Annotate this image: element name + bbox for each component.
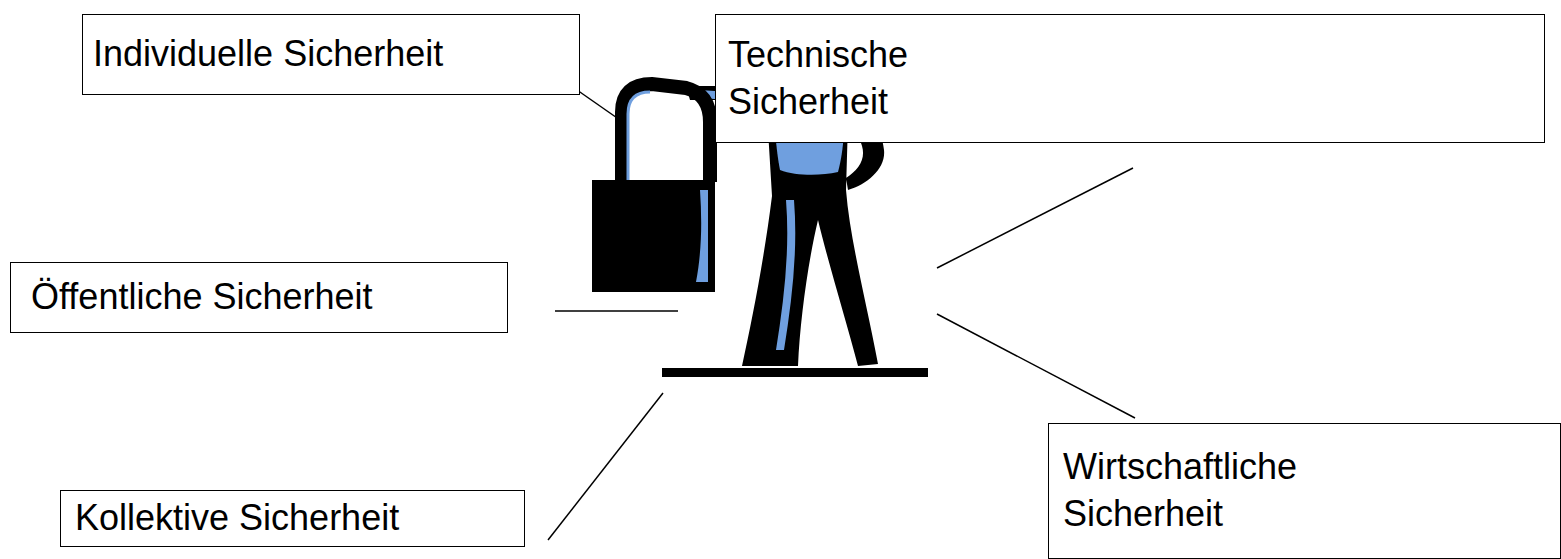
leg-highlight — [776, 200, 795, 350]
box-label: Kollektive Sicherheit — [75, 495, 514, 542]
leader-line — [548, 393, 663, 540]
label-box: Öffentliche Sicherheit — [10, 262, 508, 333]
box-label: Individuelle Sicherheit — [93, 31, 569, 78]
box-label: Wirtschaftliche Sicherheit — [1063, 444, 1363, 538]
figure-base — [662, 368, 928, 377]
padlock-highlight — [696, 190, 708, 282]
padlock-body — [592, 180, 715, 292]
box-label: Technische Sicherheit — [728, 32, 978, 126]
label-box: Wirtschaftliche Sicherheit — [1048, 423, 1561, 559]
leader-line — [937, 314, 1135, 418]
label-box: Individuelle Sicherheit — [82, 14, 580, 95]
label-box: Kollektive Sicherheit — [60, 490, 525, 547]
shackle-highlight — [628, 92, 650, 180]
leader-line — [555, 310, 678, 312]
leader-lines — [548, 83, 1135, 540]
padlock — [592, 84, 715, 292]
label-box: Technische Sicherheit — [715, 14, 1545, 143]
leader-line — [937, 168, 1133, 268]
padlock-shackle — [622, 84, 710, 182]
box-label: Öffentliche Sicherheit — [31, 274, 497, 321]
